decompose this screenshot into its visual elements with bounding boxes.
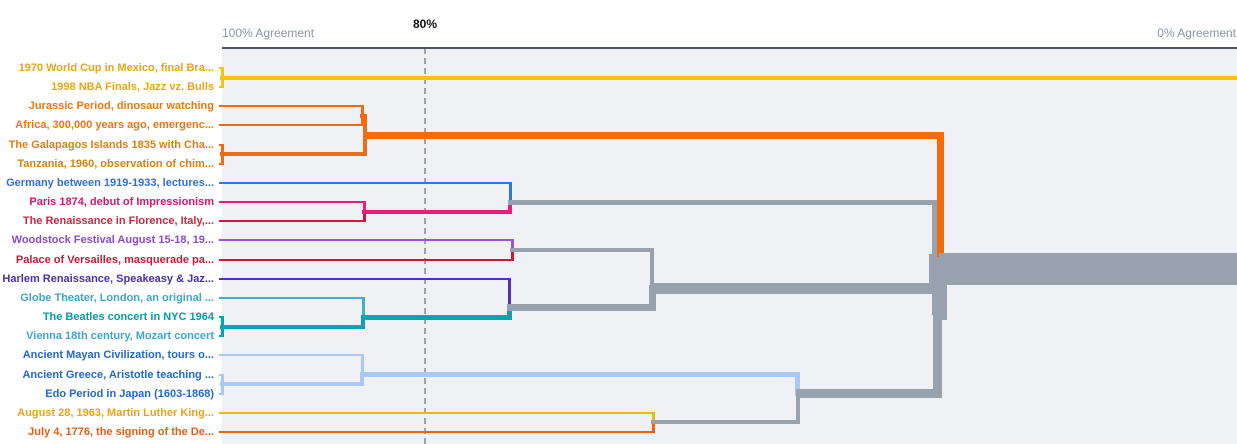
dendrogram-link — [650, 282, 941, 294]
leaf-label: Woodstock Festival August 15-18, 19... — [11, 234, 214, 247]
dendrogram-link — [362, 201, 366, 213]
dendrogram-link — [219, 411, 655, 414]
dendrogram-link — [220, 316, 224, 328]
leaf-label: Edo Period in Japan (1603-1868) — [45, 387, 214, 400]
dendrogram-link — [219, 258, 514, 261]
leaf-label: Ancient Greece, Aristotle teaching ... — [22, 368, 214, 381]
dendrogram-link — [363, 113, 368, 138]
leaf-label: Ancient Mayan Civilization, tours o... — [22, 349, 214, 362]
dendrogram-link — [506, 305, 512, 320]
leaf-label: Paris 1874, debut of Impressionism — [29, 196, 214, 209]
dendrogram-link — [651, 411, 655, 424]
dendrogram-link — [360, 372, 365, 387]
leaf-label: The Galapagos Islands 1835 with Cha... — [8, 138, 214, 151]
leaf-label: 1970 World Cup in Mexico, final Bra... — [18, 62, 214, 74]
dendrogram-link — [360, 354, 364, 376]
dendrogram-link — [219, 201, 366, 204]
dendrogram-link — [361, 315, 366, 329]
dendrogram-link — [363, 131, 945, 139]
dendrogram-link — [220, 382, 365, 387]
leaf-label: Globe Theater, London, an original ... — [20, 291, 214, 304]
dendrogram-link — [219, 181, 512, 184]
plot-area-background — [222, 48, 1237, 444]
dendrogram-link — [220, 373, 224, 386]
dendrogram-link — [363, 133, 368, 157]
dendrogram-link — [933, 303, 943, 399]
dendrogram-link — [219, 105, 364, 108]
dendrogram-link — [360, 372, 800, 378]
dendrogram-link — [510, 248, 655, 253]
dendrogram-link — [219, 220, 366, 223]
dendrogram-link — [360, 114, 364, 127]
dendrogram-link — [220, 383, 224, 395]
dendrogram-link — [220, 325, 224, 338]
dendrogram-link — [220, 67, 224, 79]
leaf-label: July 4, 1776, the signing of the De... — [28, 426, 214, 439]
dendrogram-link — [508, 199, 938, 205]
dendrogram-link — [361, 314, 512, 320]
leaf-label: 1998 NBA Finals, Jazz vz. Bulls — [51, 81, 214, 94]
dendrogram-link — [220, 75, 1237, 80]
dendrogram-link — [937, 131, 945, 273]
dendrogram-link — [508, 200, 513, 214]
dendrogram-link — [795, 389, 943, 399]
dendrogram-link — [219, 239, 514, 242]
leaf-label: August 28, 1963, Martin Luther King... — [17, 406, 214, 419]
leaf-label: Tanzania, 1960, observation of chim... — [17, 157, 214, 170]
dendrogram-link — [507, 304, 656, 311]
dendrogram-link — [361, 296, 365, 319]
dendrogram-link — [507, 277, 511, 309]
dendrogram-link — [648, 284, 656, 311]
dendrogram-link — [510, 249, 514, 261]
dendrogram-link — [651, 421, 655, 434]
dendrogram-link — [220, 324, 366, 329]
dendrogram-link — [795, 372, 800, 397]
dendrogram-link — [220, 76, 224, 89]
threshold-label: 80% — [412, 17, 438, 31]
dendrogram-link — [360, 105, 364, 117]
axis-label-right: 0% Agreement — [1157, 26, 1236, 40]
dendrogram-link — [362, 210, 366, 223]
dendrogram-link — [362, 209, 513, 214]
leaf-label: The Beatles concert in NYC 1964 — [42, 311, 214, 324]
dendrogram-link — [938, 253, 1237, 286]
dendrogram-link — [220, 152, 368, 157]
leaf-label: Germany between 1919-1933, lectures... — [6, 176, 214, 189]
leaf-label: Africa, 300,000 years ago, emergenc... — [15, 119, 214, 132]
leaf-label: The Renaissance in Florence, Italy,... — [22, 215, 214, 228]
dendrogram-link — [219, 124, 364, 127]
dendrogram-link — [651, 420, 800, 425]
dendrogram-link — [795, 391, 800, 425]
dendrogram-link — [219, 277, 511, 280]
axis-label-left: 100% Agreement — [222, 26, 315, 40]
dendrogram-link — [219, 296, 365, 299]
dendrogram-link — [650, 248, 655, 291]
leaf-label: Vienna 18th century, Mozart concert — [26, 330, 214, 343]
dendrogram-link — [219, 354, 364, 357]
leaf-label: Jurassic Period, dinosaur watching — [28, 100, 214, 113]
leaf-label: Harlem Renaissance, Speakeasy & Jaz... — [2, 272, 214, 285]
dendrogram-link — [510, 239, 514, 252]
dendrogram-link — [220, 153, 224, 165]
dendrogram-link — [508, 181, 512, 204]
dendrogram-link — [219, 431, 655, 434]
threshold-dashed-line — [424, 48, 426, 444]
axis-line — [222, 47, 1237, 49]
dendrogram-link — [220, 143, 224, 156]
leaf-label: Palace of Versailles, masquerade pa... — [15, 253, 214, 266]
dendrogram-link — [932, 199, 938, 263]
